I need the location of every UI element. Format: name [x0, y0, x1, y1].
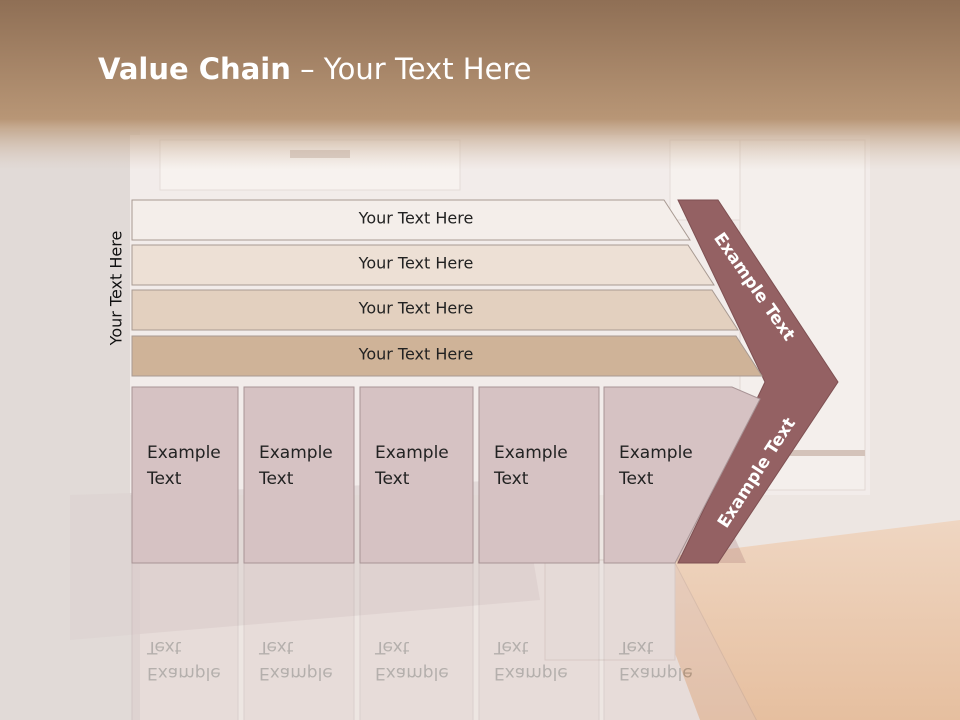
reflection-text: Example	[375, 663, 449, 683]
activity-box-reflection	[478, 562, 600, 720]
value-bar-4	[131, 335, 763, 377]
reflection-text: Text	[618, 637, 654, 657]
activity-box-line2: Text	[493, 469, 529, 489]
activity-box-3	[359, 386, 474, 564]
reflection-text: Example	[619, 663, 693, 683]
value-bar-1	[131, 199, 691, 241]
activity-box-line1: Example	[494, 443, 568, 463]
activity-box-reflection	[359, 562, 474, 720]
activity-box-line2: Text	[258, 469, 294, 489]
activity-box-line1: Example	[147, 443, 221, 463]
value-bar-label: Your Text Here	[358, 254, 474, 273]
activity-box-reflection	[603, 562, 757, 720]
value-bar-label: Your Text Here	[358, 299, 474, 318]
reflection-text: Text	[374, 637, 410, 657]
value-bar-label: Your Text Here	[358, 209, 474, 228]
activity-box-5	[603, 386, 761, 564]
reflection-text: Text	[493, 637, 529, 657]
activity-box-line2: Text	[146, 469, 182, 489]
value-bar-label: Your Text Here	[358, 345, 474, 364]
activity-box-line1: Example	[259, 443, 333, 463]
value-bar-2	[131, 244, 715, 286]
title-bold: Value Chain	[98, 52, 291, 86]
activity-box-line1: Example	[375, 443, 449, 463]
chevron-shape	[677, 199, 839, 564]
value-bar-3	[131, 289, 739, 331]
activity-box-4	[478, 386, 600, 564]
reflection-text: Text	[258, 637, 294, 657]
reflection-text: Example	[494, 663, 568, 683]
activity-box-line2: Text	[374, 469, 410, 489]
reflection-text: Text	[146, 637, 182, 657]
slide-title: Value Chain – Your Text Here	[98, 52, 532, 86]
title-rest: – Your Text Here	[290, 52, 532, 86]
reflection-text: Example	[147, 663, 221, 683]
activity-box-line2: Text	[618, 469, 654, 489]
activity-box-line1: Example	[619, 443, 693, 463]
activity-box-1	[131, 386, 239, 564]
activity-box-reflection	[131, 562, 239, 720]
reflection-text: Example	[259, 663, 333, 683]
activity-box-2	[243, 386, 355, 564]
